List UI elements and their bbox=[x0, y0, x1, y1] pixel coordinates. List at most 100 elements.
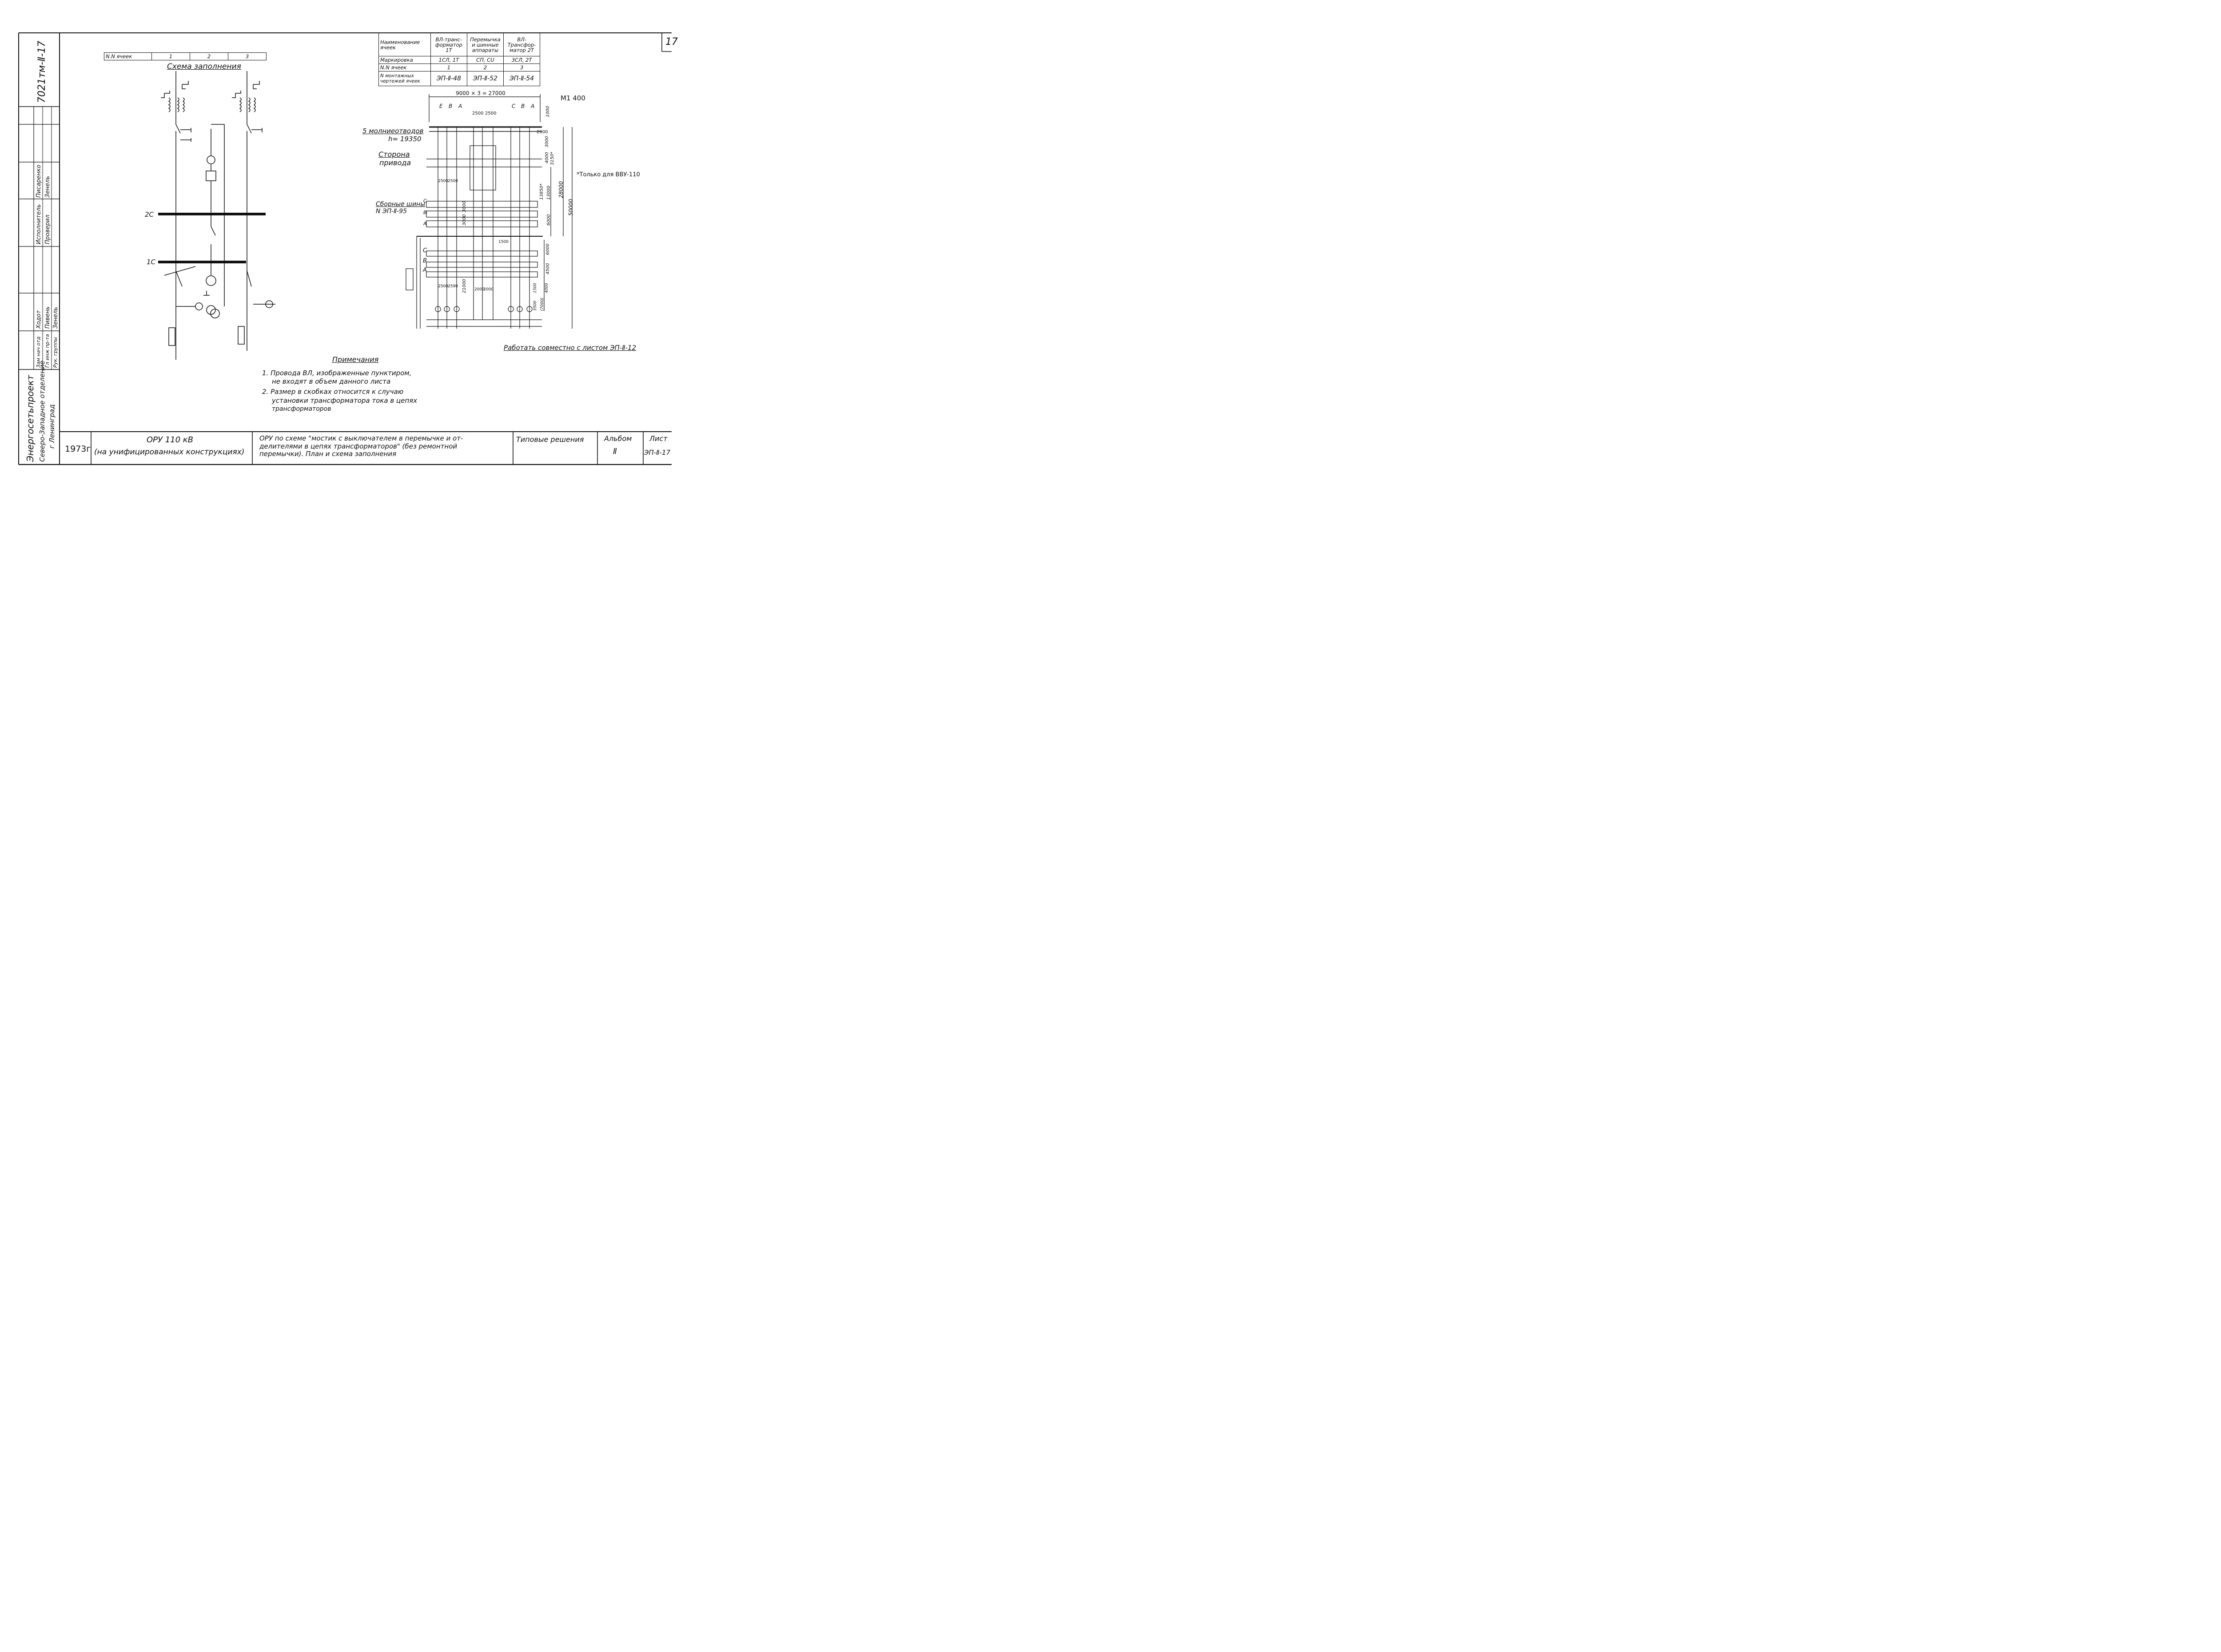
stamp-name-4: Писаренко bbox=[36, 165, 42, 198]
bus-phase-a: А bbox=[423, 221, 427, 226]
cells-col-2: 2 bbox=[190, 52, 228, 60]
mark-row-2-2: 2 bbox=[466, 63, 504, 71]
dim-13850: 13850* bbox=[539, 183, 544, 200]
mark-row-1-2: СП, СU bbox=[466, 56, 504, 64]
label-busbars-1: Сборные шины bbox=[376, 201, 426, 208]
note-line-4: установки трансформатора тока в цепях bbox=[272, 397, 418, 405]
dim-2000a: 2000 bbox=[474, 287, 485, 292]
scale-label: М1 400 bbox=[561, 94, 585, 102]
tb-sheet-value: ЭП-Ⅱ-17 bbox=[644, 449, 671, 457]
stamp-name-1: Ходот bbox=[36, 310, 42, 329]
label-drive-side-1: Сторона bbox=[378, 150, 410, 159]
phase-left-e: Е bbox=[439, 103, 443, 109]
cells-col-3: 3 bbox=[228, 52, 267, 60]
marking-table: Наименование ячеек ВЛ-транс-форматор 1Т … bbox=[378, 32, 540, 87]
dim-3000b: 3000 bbox=[462, 214, 467, 226]
scheme-title: Схема заполнения bbox=[167, 62, 241, 71]
dim-4500: 4500 bbox=[545, 263, 550, 274]
dim-3500: 3500 bbox=[533, 301, 537, 311]
single-line-scheme bbox=[158, 71, 275, 360]
dim-28000: 28000 bbox=[558, 181, 564, 198]
dim-4000: 4000 bbox=[545, 152, 549, 163]
label-busbars-2: N ЭП-Ⅱ-95 bbox=[376, 208, 407, 215]
bus-phase-c: С bbox=[423, 198, 427, 204]
cells-col-header: N.N ячеек bbox=[104, 52, 152, 60]
cells-col-1: 1 bbox=[151, 52, 190, 60]
dim-3000: 3000 bbox=[545, 136, 549, 147]
stamp-role-3: Рук. группы bbox=[52, 337, 58, 368]
mark-row-3-2: ЭП-Ⅱ-52 bbox=[466, 71, 504, 87]
label-drive-side-2: привода bbox=[379, 159, 411, 167]
cells-number-table: N.N ячеек 1 2 3 bbox=[104, 52, 267, 60]
label-work-with: Работать совместно с листом ЭП-Ⅱ-12 bbox=[504, 344, 637, 352]
dim-3150: 3150* bbox=[550, 151, 555, 165]
phase-right-a: А bbox=[531, 103, 535, 109]
tb-year: 1973г bbox=[65, 444, 91, 454]
stamp-org-2: Северо-Западное отделение bbox=[38, 360, 46, 462]
dim-2000: 2000 bbox=[537, 130, 548, 135]
tb-typical: Типовые решения bbox=[516, 435, 584, 444]
dim-21000: 21000 bbox=[462, 279, 467, 293]
label-lightning: 5 молниеотводов bbox=[362, 127, 424, 135]
dim-2500b: 2500 bbox=[448, 179, 458, 183]
dim-50000: 50000 bbox=[568, 199, 574, 216]
dim-6000b: 6000 bbox=[545, 243, 550, 255]
mark-row-2-1: 1 bbox=[430, 63, 467, 71]
note-line-3: 2. Размер в скобках относится к случаю bbox=[262, 388, 404, 396]
drawing-sheet: 17 7021тм-Ⅱ-17 Энергосетьпроект Северо-З… bbox=[0, 0, 697, 498]
tb-name-1: ОРУ 110 кВ bbox=[147, 435, 194, 445]
note-line-1: 1. Провода ВЛ, изображенные пунктиром, bbox=[262, 369, 412, 377]
phase-left-b: В bbox=[449, 103, 453, 109]
mark-row-2-3: 3 bbox=[503, 63, 540, 71]
bus-label-1c: 1С bbox=[147, 258, 156, 266]
dim-1000: 1000 bbox=[545, 106, 550, 117]
dim-6000: 6000 bbox=[546, 214, 551, 226]
plan-drawing bbox=[406, 94, 573, 329]
mark-row-3-1: ЭП-Ⅱ-48 bbox=[430, 71, 467, 87]
tb-desc-3: перемычки). План и схема заполнения bbox=[259, 450, 397, 458]
stamp-name-2: Пивень bbox=[44, 306, 51, 329]
bus-phase-b: В bbox=[423, 210, 427, 215]
note-line-5: трансформаторов bbox=[272, 405, 331, 413]
stamp-role-1: Зам нач отд bbox=[36, 336, 41, 368]
mark-head-2: Перемычка и шинные аппараты bbox=[466, 32, 504, 57]
tb-name-2: (на унифицированных конструкциях) bbox=[94, 448, 245, 457]
dim-2000b: 2000 bbox=[483, 287, 494, 292]
dim-3000a: 3000 bbox=[462, 201, 467, 212]
stamp-name-5: Зенель bbox=[44, 176, 51, 198]
mark-row-1-3: 3СЛ, 2Т bbox=[503, 56, 540, 64]
tb-album-label: Альбом bbox=[604, 434, 632, 443]
label-lightning-h: h= 19350 bbox=[388, 135, 422, 143]
dim-overall-width: 9000 × 3 = 27000 bbox=[456, 90, 505, 96]
dim-4000b: 4000 bbox=[545, 283, 549, 293]
mark-row-3-0: N монтажных чертежей ячеек bbox=[378, 71, 431, 87]
stamp-name-3: Зенель bbox=[52, 307, 59, 329]
phase-left-a: А bbox=[458, 103, 462, 109]
lower-phase-a: А bbox=[423, 267, 427, 274]
bus-label-2c: 2С bbox=[145, 210, 154, 218]
doc-code: 7021тм-Ⅱ-17 bbox=[36, 40, 48, 103]
phase-right-c: С bbox=[512, 103, 516, 109]
stamp-org-3: г Ленинград bbox=[48, 404, 56, 449]
dim-2500d: 2590 bbox=[448, 284, 458, 289]
tb-sheet-label: Лист bbox=[649, 434, 668, 443]
dim-1500: 1500 bbox=[498, 240, 509, 244]
mark-head-0: Наименование ячеек bbox=[378, 32, 431, 57]
phase-right-b: В bbox=[521, 103, 525, 109]
lower-phase-c: С bbox=[423, 247, 427, 254]
dim-2500-top: 2500 bbox=[472, 111, 484, 116]
mark-row-1-1: 1СЛ, 1Т bbox=[430, 56, 467, 64]
stamp-org-1: Энергосетьпроект bbox=[25, 375, 36, 462]
dim-2500-top2: 2500 bbox=[485, 111, 497, 116]
mark-row-3-3: ЭП-Ⅱ-54 bbox=[503, 71, 540, 87]
frame-lines bbox=[18, 32, 672, 465]
mark-row-2-0: N.N ячеек bbox=[378, 63, 431, 71]
mark-head-1: ВЛ-транс-форматор 1Т bbox=[430, 32, 467, 57]
tb-album-value: Ⅱ bbox=[613, 447, 617, 456]
tb-desc-2: делителями в цепях трансформаторов" (без… bbox=[259, 442, 458, 450]
tb-desc-1: ОРУ по схеме "мостик с выключателем в пе… bbox=[259, 434, 463, 442]
mark-head-3: ВЛ-Трансфор-матор 2Т bbox=[503, 32, 540, 57]
note-line-2: не входят в объем данного листа bbox=[272, 377, 391, 385]
corner-sheet-number: 17 bbox=[665, 36, 678, 48]
mark-row-1-0: Маркировка bbox=[378, 56, 431, 64]
